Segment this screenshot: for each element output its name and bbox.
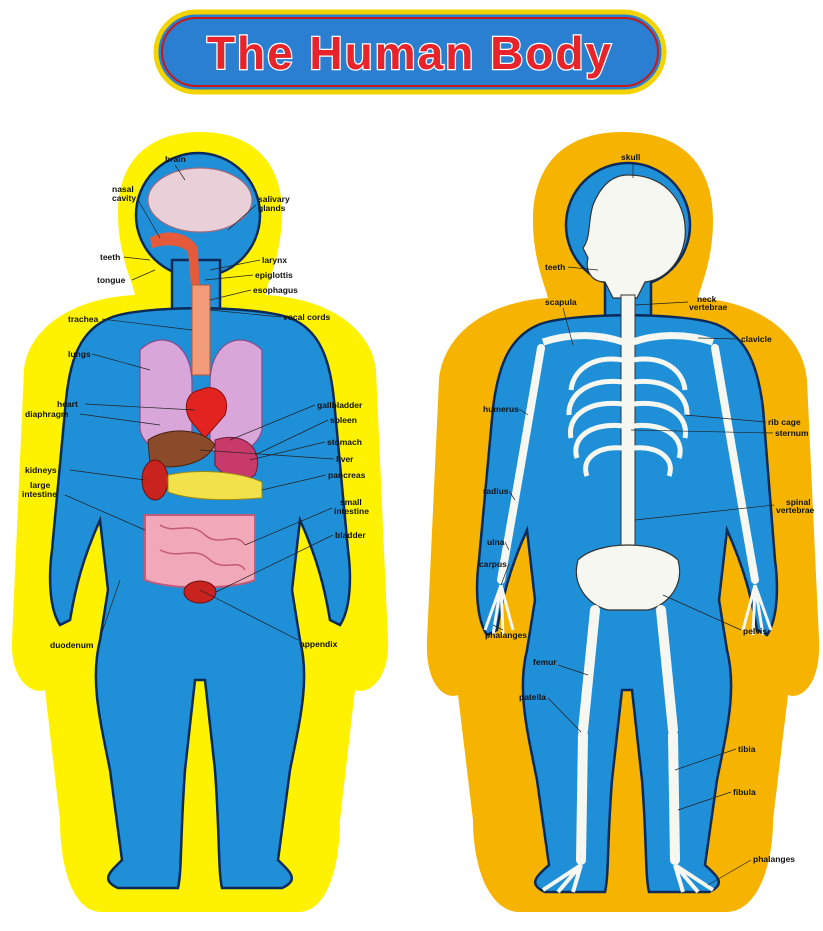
label-esophagus: esophagus (253, 285, 298, 295)
label-vocal-cords: vocal cords (283, 312, 331, 322)
label-lungs: lungs (68, 349, 91, 359)
label-skull: skull (621, 152, 640, 162)
label-duodenum: duodenum (50, 640, 94, 650)
title-banner: The Human Body (150, 6, 670, 98)
label-gallbladder: gallbladder (317, 400, 363, 410)
label-femur: femur (533, 657, 557, 667)
bladder-illustration (184, 581, 216, 603)
label-kidneys: kidneys (25, 465, 57, 475)
label-bladder: bladder (335, 530, 366, 540)
label-pelvis: pelvis (743, 626, 767, 636)
label-teeth: teeth (100, 252, 120, 262)
label-diaphragm: diaphragm (25, 409, 69, 419)
label-fibula: fibula (733, 787, 756, 797)
label-teeth-skeleton: teeth (545, 262, 565, 272)
kidneys-illustration (142, 460, 168, 500)
label-scapula: scapula (545, 297, 577, 307)
page-title: The Human Body (207, 27, 613, 79)
label-sternum: sternum (775, 428, 809, 438)
label-epiglottis: epiglottis (255, 270, 293, 280)
label-radius: radius (483, 486, 509, 496)
label-phalanges-foot: phalanges (753, 854, 795, 864)
label-tongue: tongue (97, 275, 126, 285)
label-liver: liver (336, 454, 354, 464)
pelvis-illustration (576, 545, 679, 610)
label-rib-cage: rib cage (768, 417, 801, 427)
label-trachea: trachea (68, 314, 99, 324)
label-humerus: humerus (483, 404, 519, 414)
trachea-illustration (192, 285, 210, 375)
label-patella: patella (519, 692, 546, 702)
label-clavicle: clavicle (741, 334, 772, 344)
label-pancreas: pancreas (328, 470, 366, 480)
label-brain: brain (165, 154, 186, 164)
label-larynx: larynx (262, 255, 287, 265)
label-ulna: ulna (487, 537, 505, 547)
label-appendix: appendix (300, 639, 338, 649)
label-phalanges-hand: phalanges (485, 630, 527, 640)
label-spleen: spleen (330, 415, 357, 425)
label-carpus: carpus (479, 559, 507, 569)
label-stomach: stomach (327, 437, 362, 447)
label-heart: heart (57, 399, 78, 409)
label-tibia: tibia (738, 744, 756, 754)
